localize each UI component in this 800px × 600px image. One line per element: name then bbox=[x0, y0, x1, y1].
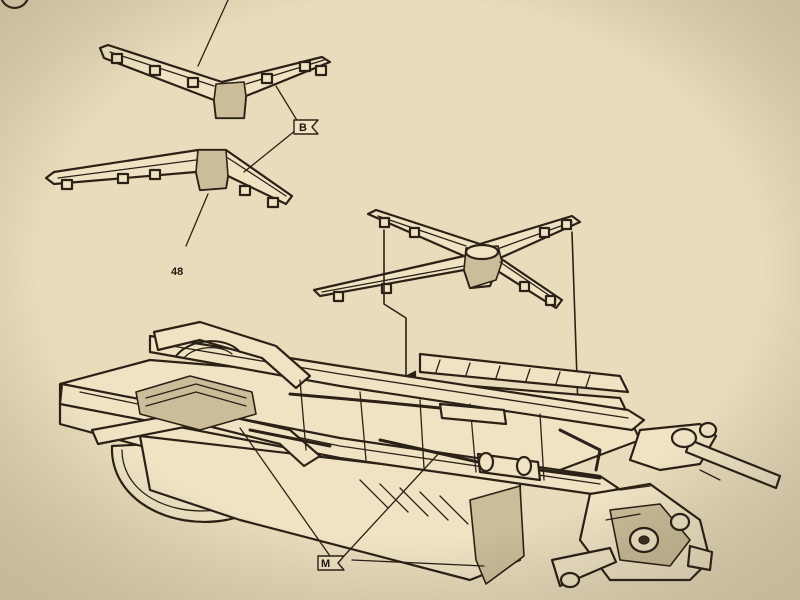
leader-line-top bbox=[197, 0, 229, 67]
callout-m-label: M bbox=[321, 558, 330, 570]
lower-v-brace bbox=[44, 148, 294, 209]
step-number: 48 bbox=[171, 266, 183, 278]
callout-b-label: B bbox=[299, 122, 307, 134]
upper-v-brace bbox=[98, 43, 332, 120]
corner-circle-fragment bbox=[0, 0, 29, 10]
leader-line-step bbox=[185, 193, 209, 247]
callout-b: B bbox=[243, 85, 319, 173]
x-brace bbox=[312, 208, 582, 310]
chassis-frame bbox=[58, 320, 782, 589]
